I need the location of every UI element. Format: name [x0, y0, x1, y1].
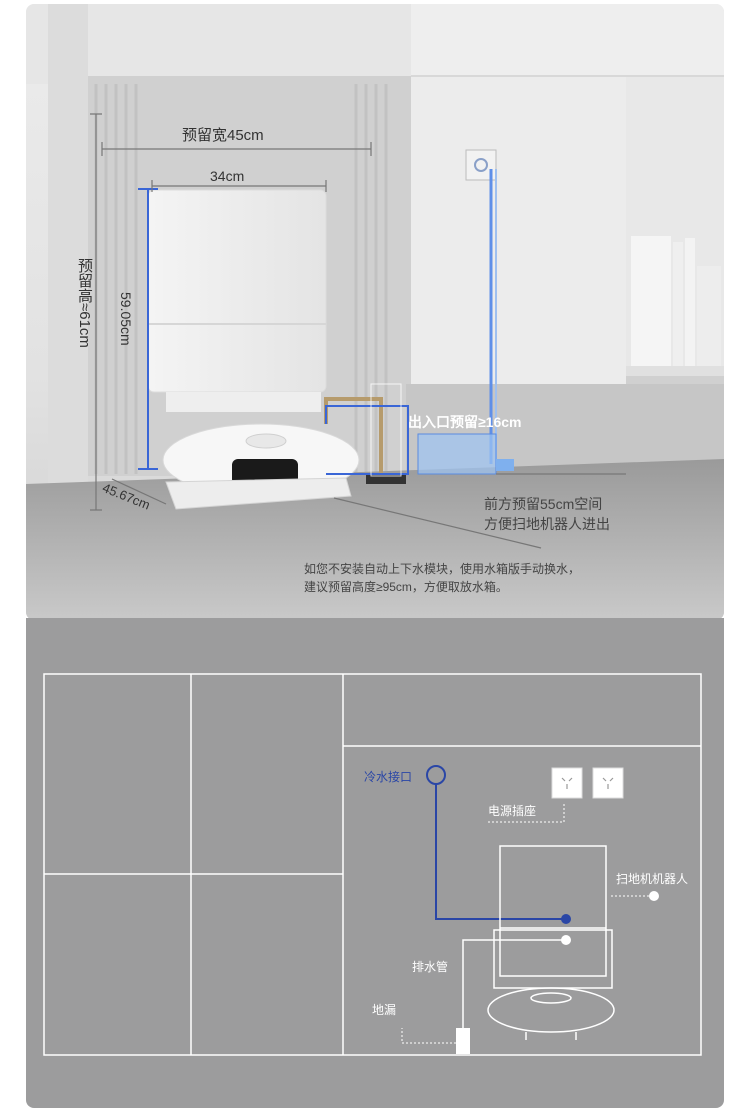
- power-socket-label: 电源插座: [488, 804, 537, 818]
- robot-label: 扫地机机器人: [616, 872, 689, 886]
- dock-height-label: 59.05cm: [118, 292, 134, 346]
- floor-drain-label: 地漏: [372, 1003, 397, 1017]
- front-space-line2: 方便扫地机器人进出: [484, 516, 610, 532]
- installation-plan-diagram: 冷水接口 电源插座 扫地机机器人 排水管 地漏: [26, 618, 724, 1108]
- installation-photo: 预留宽45cm 34cm 预留高≈61cm 59.05cm 45.67cm 出入…: [26, 4, 724, 620]
- power-socket-icon: [551, 767, 624, 799]
- robot-dock-outline: [487, 845, 615, 1040]
- drain-pipe-label: 排水管: [412, 960, 449, 974]
- room-illustration: [26, 4, 724, 620]
- cold-water-label: 冷水接口: [364, 770, 413, 784]
- plan-lines: [43, 673, 702, 1056]
- cold-water-icon: [426, 765, 446, 785]
- dock-width-label: 34cm: [210, 168, 245, 184]
- front-space-line1: 前方预留55cm空间: [484, 496, 603, 512]
- floor-drain-icon: [456, 1028, 470, 1054]
- outlet-reserve-label: 出入口预留≥16cm: [408, 414, 522, 430]
- note-line2: 建议预留高度≥95cm，方便取放水箱。: [304, 580, 508, 594]
- height-reserve-label: 预留高≈61cm: [76, 258, 93, 348]
- width-reserve-label: 预留宽45cm: [182, 127, 264, 144]
- note-line1: 如您不安装自动上下水模块，使用水箱版手动换水，: [304, 562, 581, 576]
